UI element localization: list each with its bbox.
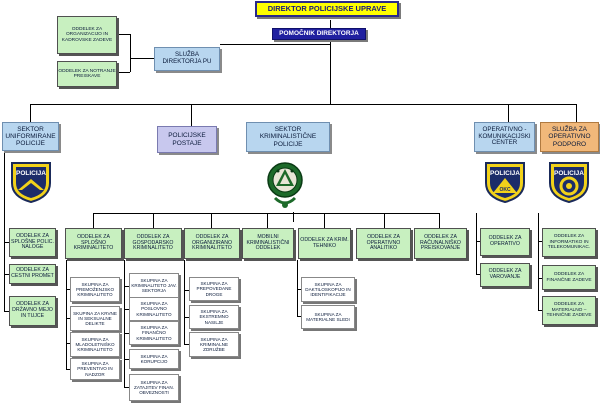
- police-stations-box: POLICIJSKE POSTAJE: [157, 126, 217, 153]
- sector-criminal-police: SEKTOR KRIMINALISTIČNE POLICIJE: [246, 122, 330, 152]
- unit-criminal-technique: ODDELEK ZA KRIM. TEHNIKO: [298, 228, 351, 259]
- group-corruption: SKUPINA ZA KORUPCIJO: [129, 349, 179, 369]
- assistant-director-box: POMOČNIK DIREKTORJA: [272, 28, 366, 40]
- badge-label: POLICIJA: [554, 170, 584, 177]
- group-blood-sexual-offences: SKUPINA ZA KRVNE IN SEKSUALNE DELIKTE: [70, 306, 120, 331]
- criminal-police-emblem-icon: [266, 158, 304, 212]
- group-public-sector-crime: SKUPINA ZA KRIMINALITETO JAV. SEKTORJA: [129, 273, 179, 298]
- group-extreme-violence: SKUPINA ZA EKSTREMNO NASILJE: [189, 305, 239, 329]
- unit-general-police-tasks: ODDELEK ZA SPLOŠNE POLIC. NALOGE: [9, 228, 56, 257]
- group-financial-obligations: SKUPINA ZA ZATAJITEV FINAN. OBVEZNOSTI: [129, 374, 179, 401]
- group-criminal-associations: SKUPINA ZA KRIMINALNE ZDRUŽBE: [189, 332, 239, 357]
- sector-uniformed-police: SEKTOR UNIFORMIRANE POLICIJE: [2, 122, 59, 151]
- unit-security: ODDELEK ZA VAROVANJE: [480, 263, 530, 287]
- unit-organization-hr: ODDELEK ZA ORGANIZACIJO IN KADROVSKE ZAD…: [57, 16, 117, 54]
- operational-communication-center: OPERATIVNO - KOMUNIKACIJSKI CENTER: [474, 122, 535, 152]
- unit-operational-analytics: ODDELEK ZA OPERATIVNO ANALITIKO: [356, 228, 411, 259]
- support-badge-icon: POLICIJA: [548, 161, 590, 203]
- director-service-box: SLUŽBA DIREKTORJA PU: [154, 47, 220, 71]
- badge-label: POLICIJA: [16, 170, 46, 177]
- group-dactyloscopy: SKUPINA ZA DAKTILOSKOPIJO IN IDENTIFIKAC…: [301, 277, 355, 302]
- unit-internal-investigations: ODDELEK ZA NOTRANJE PREISKAVE: [57, 61, 117, 87]
- group-juvenile-crime: SKUPINA ZA MLADOLETNIŠKO KRIMINALITETO: [70, 332, 120, 357]
- unit-general-crime: ODDELEK ZA SPLOŠNO KRIMINALITETO: [65, 228, 122, 259]
- group-property-crime: SKUPINA ZA PREMOŽENJSKO KRIMINALITETO: [70, 277, 120, 302]
- ocp-label: OKC: [499, 187, 511, 193]
- unit-material-technical: ODDELEK ZA MATERIALNO – TEHNIČNE ZADEVE: [542, 296, 596, 325]
- unit-it-telecom: ODDELEK ZA INFORMATIKO IN TELEKOMUNIKAC.: [542, 228, 596, 257]
- unit-organized-crime: ODDELEK ZA ORGANIZIRANO KRIMINALITETO: [184, 228, 240, 259]
- unit-road-traffic: ODDELEK ZA CESTNI PROMET: [9, 264, 56, 284]
- unit-computer-investigations: ODDELEK ZA RAČUNALNIŠKO PREISKOVANJE: [414, 228, 467, 259]
- group-prevention-oversight: SKUPINA ZA PREVENTIVO IN NADZOR: [70, 358, 120, 380]
- director-box: DIREKTOR POLICIJSKE UPRAVE: [255, 1, 399, 17]
- group-financial-crime: SKUPINA ZA FINANČNO KRIMINALITETO: [129, 321, 179, 345]
- unit-financial-affairs: ODDELEK ZA FINANČNE ZADEVE: [542, 265, 596, 290]
- group-material-traces: SKUPINA ZA MATERIALNE SLEDI: [301, 305, 355, 329]
- badge-label: POLICIJA: [490, 170, 520, 177]
- unit-state-border: ODDELEK ZA DRŽAVNO MEJO IN TUJCE: [9, 296, 56, 326]
- group-business-crime: SKUPINA ZA POSLOVNO KRIMINALITETO: [129, 297, 179, 321]
- unit-economic-crime: ODDELEK ZA GOSPODARSKO KRIMINALITETO: [124, 228, 182, 259]
- unit-operations: ODDELEK ZA OPERATIVO: [480, 228, 530, 256]
- group-illicit-drugs: SKUPINA ZA PREPOVEDANE DROGE: [189, 277, 239, 301]
- unit-mobile-criminal: MOBILNI KRIMINALISTIČNI ODDELEK: [242, 228, 294, 259]
- ocp-badge-icon: POLICIJA OKC: [484, 161, 526, 203]
- operational-support-service: SLUŽBA ZA OPERATIVNO PODPORO: [540, 122, 599, 152]
- police-badge-icon: POLICIJA: [10, 161, 52, 203]
